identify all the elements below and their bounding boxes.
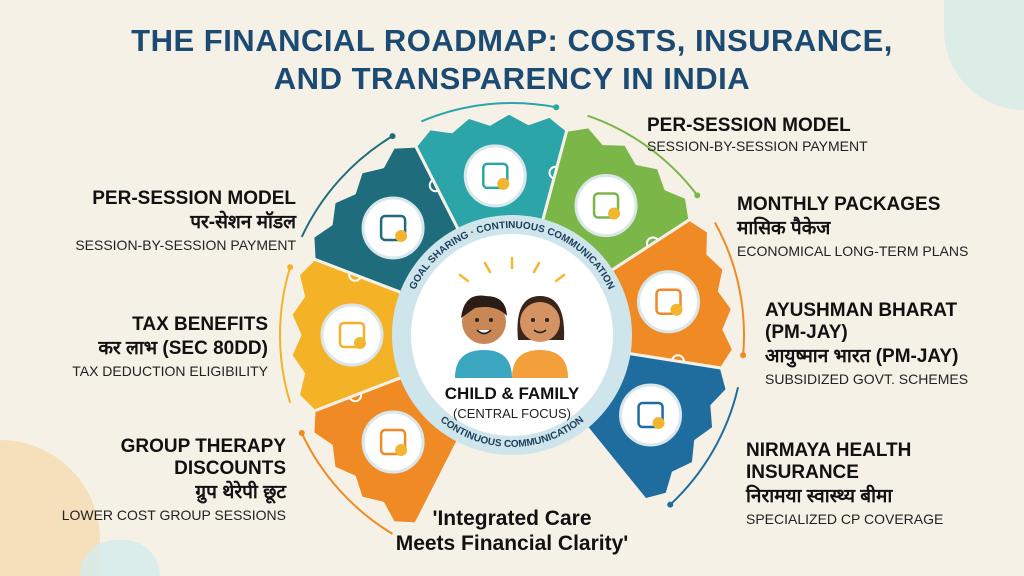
center-heading: CHILD & FAMILY [445, 384, 580, 403]
flow-arrow [420, 102, 557, 123]
flow-arrow [279, 266, 292, 404]
health-card-icon-glyph [655, 288, 682, 315]
label-title: PER-SESSION MODEL [647, 115, 851, 136]
calendar-coins-icon-glyph [592, 192, 620, 219]
clock-money-icon [463, 144, 527, 208]
label-hindi: मासिक पैकेज [737, 218, 831, 239]
label-title-2: INSURANCE [746, 462, 859, 483]
tax-calculator-icon [320, 303, 384, 367]
label-subtitle: ECONOMICAL LONG-TERM PLANS [737, 243, 969, 259]
label-subtitle: SESSION-BY-SESSION PAYMENT [75, 237, 296, 253]
center-circle [411, 234, 613, 436]
quote-line-1: 'Integrated Care [432, 507, 592, 530]
flow-arrow [300, 432, 394, 535]
health-card-icon-accent [670, 303, 683, 316]
group-people-icon-accent [395, 444, 408, 457]
label-title: MONTHLY PACKAGES [737, 194, 941, 215]
page-title: THE FINANCIAL ROADMAP: COSTS, INSURANCE,… [0, 22, 1024, 98]
arrow-head-icon [694, 192, 701, 199]
label-ayushman-bharat: AYUSHMAN BHARAT (PM-JAY) आयुष्मान भारत (… [765, 300, 1017, 389]
label-nirmaya-insurance: NIRMAYA HEALTH INSURANCE निरामया स्वास्थ… [746, 440, 1016, 529]
label-title-2: (PM-JAY) [765, 322, 848, 343]
label-title: PER-SESSION MODEL [92, 188, 296, 209]
flow-arrow [669, 386, 740, 506]
label-title: GROUP THERAPY [120, 436, 286, 457]
center-subheading: (CENTRAL FOCUS) [453, 406, 571, 421]
label-subtitle: SESSION-BY-SESSION PAYMENT [647, 138, 868, 154]
insurance-shield-icon [619, 383, 683, 447]
arrow-head-icon [287, 264, 294, 271]
label-group-therapy: GROUP THERAPY DISCOUNTS ग्रुप थेरेपी छूट… [20, 436, 286, 525]
quote-line-2: Meets Financial Clarity' [395, 532, 629, 555]
label-subtitle: LOWER COST GROUP SESSIONS [61, 507, 286, 523]
label-hindi: पर-सेशन मॉडल [190, 212, 296, 233]
label-title-2: DISCOUNTS [174, 458, 286, 479]
label-hindi: कर लाभ (SEC 80DD) [98, 338, 268, 359]
title-line-1: THE FINANCIAL ROADMAP: COSTS, INSURANCE, [131, 23, 893, 58]
outer-flow-arrows [279, 102, 747, 535]
dollar-cycle-icon [361, 196, 425, 260]
arrow-head-icon [740, 352, 747, 359]
dollar-cycle-icon-glyph [379, 214, 407, 242]
group-people-icon [361, 410, 425, 474]
calendar-coins-icon [574, 174, 638, 238]
tax-calculator-icon-glyph [338, 321, 366, 349]
segment-tax [289, 257, 411, 413]
label-monthly-packages: MONTHLY PACKAGES मासिक पैकेज ECONOMICAL … [737, 194, 1017, 261]
clock-money-icon-glyph [482, 162, 509, 190]
clock-money-icon-accent [497, 177, 510, 190]
tax-calculator-icon-accent [354, 337, 366, 349]
label-title: TAX BENEFITS [132, 314, 268, 335]
flow-arrow [300, 135, 394, 238]
dollar-cycle-icon-accent [395, 229, 408, 242]
label-title: AYUSHMAN BHARAT [765, 300, 958, 321]
arrow-head-icon [389, 133, 396, 140]
tagline-quote: 'Integrated Care Meets Financial Clarity… [352, 506, 672, 556]
label-hindi: आयुष्मान भारत (PM-JAY) [765, 346, 959, 367]
title-line-2: AND TRANSPARENCY IN INDIA [273, 61, 751, 96]
flow-arrow [587, 114, 699, 196]
label-subtitle: TAX DEDUCTION ELIGIBILITY [72, 363, 268, 379]
insurance-shield-icon-accent [652, 417, 665, 429]
calendar-coins-icon-accent [608, 207, 621, 220]
label-hindi: ग्रुप थेरेपी छूट [195, 482, 286, 503]
arrow-head-icon [553, 104, 560, 111]
health-card-icon [637, 270, 701, 334]
flow-arrow [714, 222, 745, 356]
label-hindi: निरामया स्वास्थ्य बीमा [746, 486, 893, 507]
label-per-session-left: PER-SESSION MODEL पर-सेशन मॉडल SESSION-B… [20, 188, 296, 255]
child-family-illustration-icon [455, 256, 568, 378]
label-per-session-top: PER-SESSION MODEL SESSION-BY-SESSION PAY… [647, 115, 917, 156]
group-people-icon-glyph [379, 428, 407, 456]
label-subtitle: SUBSIDIZED GOVT. SCHEMES [765, 371, 969, 387]
arrow-head-icon [667, 501, 674, 508]
insurance-shield-icon-glyph [637, 401, 664, 429]
label-tax-benefits: TAX BENEFITS कर लाभ (SEC 80DD) TAX DEDUC… [20, 314, 268, 381]
arrow-head-icon [298, 430, 305, 437]
label-subtitle: SPECIALIZED CP COVERAGE [746, 511, 944, 527]
label-title: NIRMAYA HEALTH [746, 440, 912, 461]
